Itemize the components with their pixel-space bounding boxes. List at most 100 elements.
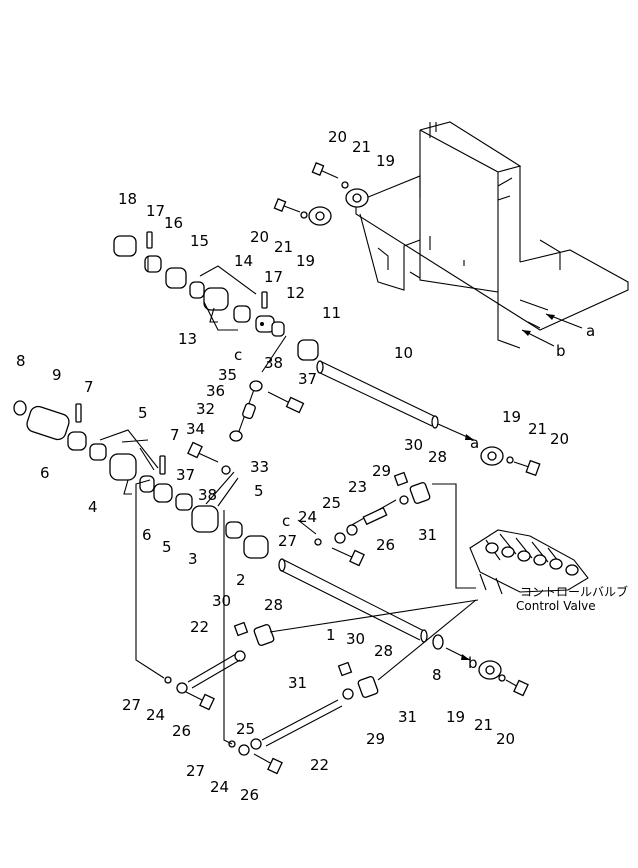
bracket-19-mid bbox=[308, 206, 332, 226]
rod-end-23 bbox=[334, 499, 397, 544]
label-11: 11 bbox=[322, 304, 341, 322]
label-10: 10 bbox=[394, 344, 413, 362]
label-24b: 24 bbox=[146, 706, 165, 724]
lever-4 bbox=[89, 429, 159, 495]
label-31b: 31 bbox=[288, 674, 307, 692]
pin-17-right bbox=[261, 291, 268, 309]
label-26a: 26 bbox=[376, 536, 395, 554]
washer-33 bbox=[221, 465, 231, 475]
label-20b: 20 bbox=[250, 228, 269, 246]
rod-22-upper bbox=[164, 653, 241, 694]
label-24a: 24 bbox=[298, 508, 317, 526]
ref-b-upper: b bbox=[556, 342, 566, 360]
bushing-2 bbox=[243, 535, 269, 559]
control-valve-jp: コントロールバルブ bbox=[520, 584, 628, 599]
label-22a: 22 bbox=[190, 618, 209, 636]
label-27a: 27 bbox=[278, 532, 297, 550]
lever-12 bbox=[255, 315, 285, 337]
bolt-20-top bbox=[311, 162, 349, 189]
label-19c: 19 bbox=[502, 408, 521, 426]
bracket-19-right bbox=[480, 446, 541, 477]
label-25a: 25 bbox=[322, 494, 341, 512]
label-2: 2 bbox=[236, 571, 246, 589]
bracket-19-top bbox=[345, 188, 369, 208]
label-26c: 26 bbox=[240, 786, 259, 804]
pin-7-right bbox=[159, 455, 166, 475]
label-19d: 19 bbox=[446, 708, 465, 726]
label-29b: 29 bbox=[366, 730, 385, 748]
label-24c: 24 bbox=[210, 778, 229, 796]
label-27b: 27 bbox=[122, 696, 141, 714]
bolt-26-mid bbox=[185, 691, 215, 711]
label-6a: 6 bbox=[40, 464, 50, 482]
washer-8-left bbox=[13, 400, 27, 416]
leader-lines bbox=[121, 301, 479, 745]
label-14: 14 bbox=[234, 252, 253, 270]
label-21a: 21 bbox=[352, 138, 371, 156]
control-valve-label: コントロールバルブ Control Valve bbox=[516, 584, 628, 613]
bolt-26-lower bbox=[253, 753, 283, 775]
lever-stand-bracket bbox=[355, 121, 629, 349]
label-18: 18 bbox=[118, 190, 137, 208]
lever-3 bbox=[191, 471, 243, 539]
label-17b: 17 bbox=[264, 268, 283, 286]
label-7b: 7 bbox=[170, 426, 180, 444]
label-27c: 27 bbox=[186, 762, 205, 780]
label-33: 33 bbox=[250, 458, 269, 476]
label-23: 23 bbox=[348, 478, 367, 496]
label-38b: 38 bbox=[198, 486, 217, 504]
label-5a: 5 bbox=[138, 404, 148, 422]
label-38a: 38 bbox=[264, 354, 283, 372]
control-valve-en: Control Valve bbox=[516, 599, 596, 613]
ref-c-lower: c bbox=[282, 512, 290, 530]
bushing-11 bbox=[297, 339, 319, 361]
label-12: 12 bbox=[286, 284, 305, 302]
label-28a: 28 bbox=[428, 448, 447, 466]
label-22b: 22 bbox=[310, 756, 329, 774]
label-6b: 6 bbox=[142, 526, 152, 544]
washer-27-upper bbox=[314, 538, 322, 546]
label-1: 1 bbox=[326, 626, 336, 644]
label-19b: 19 bbox=[296, 252, 315, 270]
bushing-9 bbox=[26, 405, 70, 441]
rod-end-36 bbox=[229, 380, 263, 442]
ref-b-shaft: b bbox=[468, 654, 478, 672]
part-labels: 1 2 3 4 5 5 5 6 6 7 7 8 8 9 10 11 12 13 … bbox=[16, 128, 569, 804]
shaft-10 bbox=[316, 360, 475, 441]
shaft-1 bbox=[278, 558, 471, 661]
bolt-26-upper bbox=[331, 547, 365, 567]
collar-5 bbox=[175, 493, 193, 511]
clevis-28-upper bbox=[393, 471, 431, 505]
label-15: 15 bbox=[190, 232, 209, 250]
label-3: 3 bbox=[188, 550, 198, 568]
bolt-20-mid bbox=[273, 198, 308, 219]
rod-22-lower bbox=[228, 699, 343, 756]
label-32: 32 bbox=[196, 400, 215, 418]
label-21c: 21 bbox=[528, 420, 547, 438]
lever-14 bbox=[189, 265, 257, 323]
bolt-37-lower bbox=[187, 441, 219, 463]
bracket-19-lower bbox=[478, 660, 529, 697]
label-21b: 21 bbox=[274, 238, 293, 256]
label-17a: 17 bbox=[146, 202, 165, 220]
bushing-6-right bbox=[153, 483, 173, 503]
label-26b: 26 bbox=[172, 722, 191, 740]
label-8b: 8 bbox=[432, 666, 442, 684]
clevis-28-mid bbox=[233, 621, 275, 662]
label-35: 35 bbox=[218, 366, 237, 384]
label-29a: 29 bbox=[372, 462, 391, 480]
label-30a: 30 bbox=[404, 436, 423, 454]
label-7a: 7 bbox=[84, 378, 94, 396]
pin-17-left bbox=[146, 231, 153, 249]
label-37a: 37 bbox=[298, 370, 317, 388]
label-31c: 31 bbox=[398, 708, 417, 726]
bushing-18 bbox=[113, 235, 137, 257]
label-5b: 5 bbox=[162, 538, 172, 556]
label-20d: 20 bbox=[496, 730, 515, 748]
label-28c: 28 bbox=[374, 642, 393, 660]
collar-16 bbox=[144, 255, 162, 273]
label-19a: 19 bbox=[376, 152, 395, 170]
label-13: 13 bbox=[178, 330, 197, 348]
bushing-15 bbox=[165, 267, 187, 289]
